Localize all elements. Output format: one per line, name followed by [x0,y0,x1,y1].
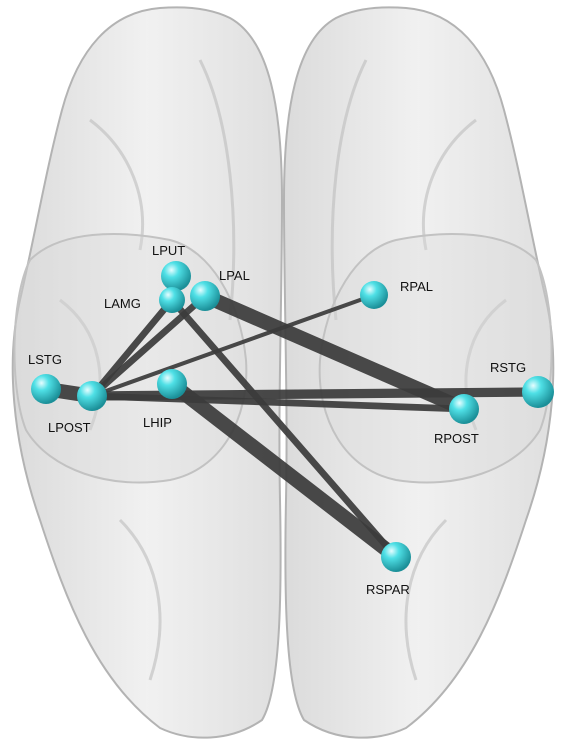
left-hemisphere [11,6,284,739]
edge-lpost-rpost [88,392,468,413]
node-label-lstg: LSTG [28,352,62,367]
node-lpost [77,381,107,411]
node-label-rstg: RSTG [490,360,526,375]
node-rstg [522,376,554,408]
node-label-lput: LPUT [152,243,185,258]
edge-lhip-rspar [164,376,404,565]
node-lstg [31,374,61,404]
node-label-rpal: RPAL [400,279,433,294]
nodes-layer [31,261,554,572]
labels-layer: LPUT LAMG LPAL RPAL LSTG LPOST LHIP RSTG RPOST RS… [28,243,526,597]
edge-lpost-rpal [89,292,377,399]
edge-lamg-rspar [168,296,400,561]
brain-mesh [11,6,555,739]
right-hemisphere [282,6,555,739]
left-gyri [59,59,236,681]
node-lamg [159,287,185,313]
node-label-lamg: LAMG [104,296,141,311]
edge-lpal-rpost [197,288,472,417]
node-label-lpal: LPAL [219,268,250,283]
node-label-rspar: RSPAR [366,582,410,597]
node-rspar [381,542,411,572]
node-lpal [190,281,220,311]
node-rpost [449,394,479,424]
node-rpal [360,281,388,309]
node-lput [161,261,191,291]
node-label-lpost: LPOST [48,420,91,435]
node-label-lhip: LHIP [143,415,172,430]
node-lhip [157,369,187,399]
right-gyri [330,59,507,681]
node-label-rpost: RPOST [434,431,479,446]
